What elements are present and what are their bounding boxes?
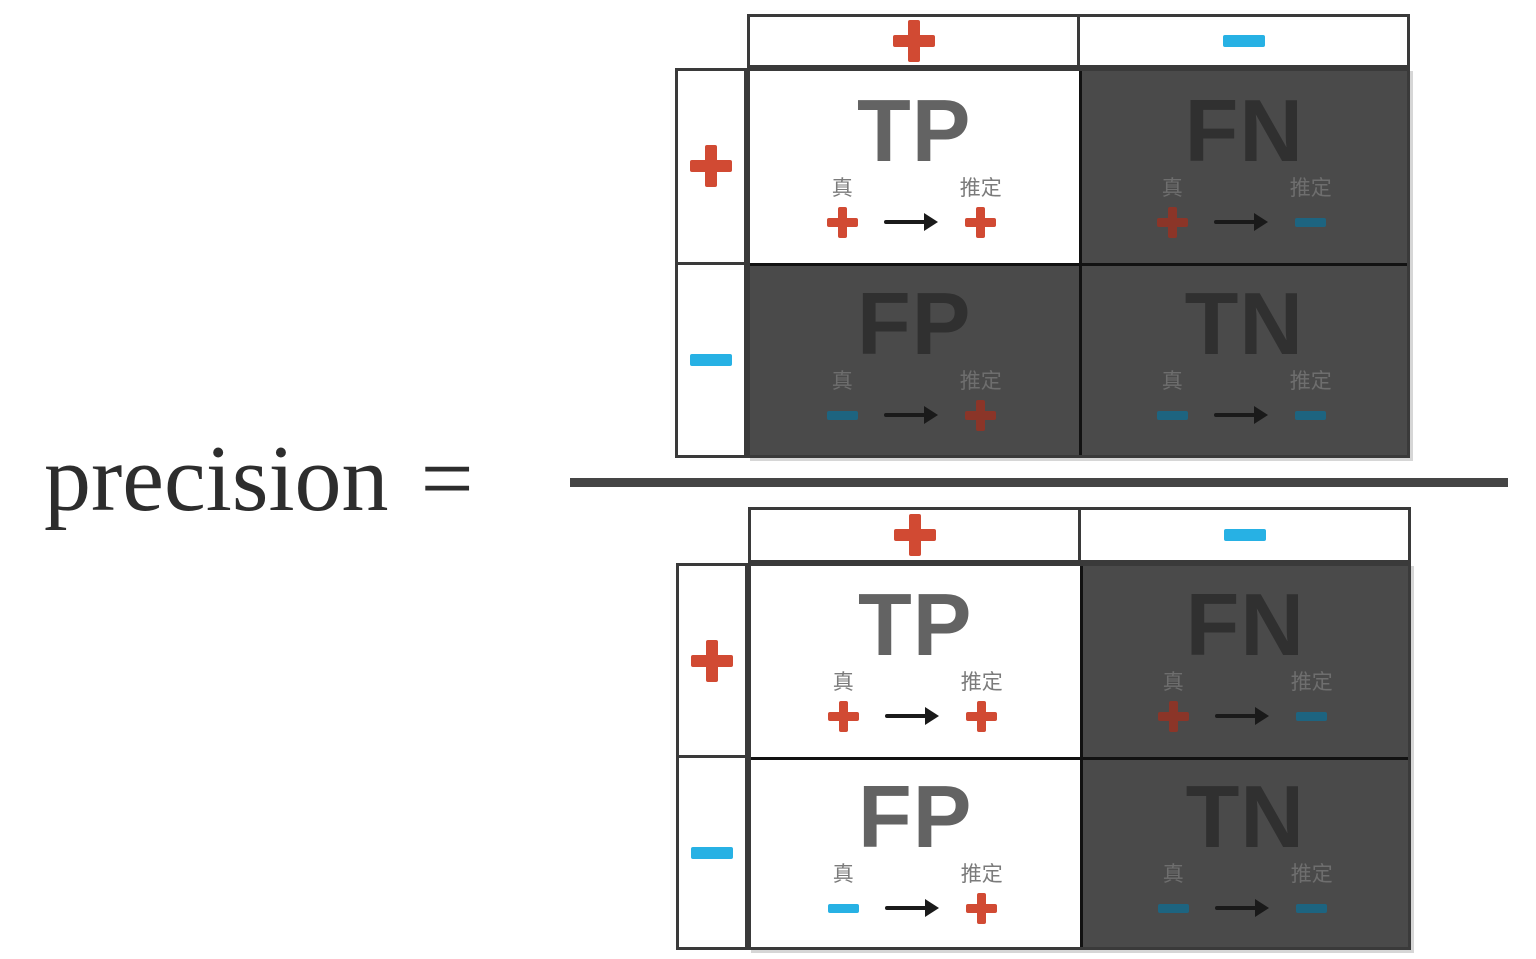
predicted-label: 推定 xyxy=(960,670,1003,694)
arrow-icon xyxy=(883,212,938,231)
confusion-matrix-grid: TP 真 推定 FN 真 xyxy=(747,68,1410,458)
predicted-label: 推定 xyxy=(960,862,1003,886)
predicted-value-icon xyxy=(965,400,997,431)
arrow-icon xyxy=(884,898,939,917)
fraction-bar xyxy=(570,478,1508,487)
cell-true-positive: TP 真 推定 xyxy=(750,71,1079,263)
plus-icon xyxy=(893,514,936,556)
predicted-label: 推定 xyxy=(1290,862,1333,886)
cell-label: TP xyxy=(857,80,972,180)
cell-false-negative: FN 真 推定 xyxy=(1078,71,1407,263)
predicted-value-icon xyxy=(1295,400,1327,431)
cell-label: TN xyxy=(1185,766,1305,866)
arrow-icon xyxy=(1214,898,1269,917)
predicted-positive-header xyxy=(751,510,1078,560)
cell-label: TN xyxy=(1184,274,1304,373)
true-label: 真 xyxy=(1161,370,1183,393)
cell-true-negative: TN 真 推定 xyxy=(1078,263,1407,455)
cell-label: FN xyxy=(1185,574,1305,674)
true-label: 真 xyxy=(831,176,853,200)
cell-false-negative: FN 真 推定 xyxy=(1079,566,1408,757)
true-to-predicted-mapping: 真 推定 xyxy=(1157,670,1333,732)
predicted-positive-header xyxy=(750,17,1077,65)
true-to-predicted-mapping: 真 推定 xyxy=(1156,176,1332,238)
actual-positive-header xyxy=(679,566,745,755)
plus-icon xyxy=(690,145,732,188)
true-to-predicted-mapping: 真 推定 xyxy=(826,370,1002,431)
cell-false-positive: FP 真 推定 xyxy=(750,263,1079,455)
arrow-icon xyxy=(1213,406,1268,424)
true-value-icon xyxy=(1157,700,1189,732)
cell-label: FN xyxy=(1184,80,1304,180)
actual-positive-header xyxy=(678,71,744,262)
minus-icon xyxy=(1223,514,1266,556)
predicted-value-icon xyxy=(1295,207,1327,238)
plus-icon xyxy=(691,639,733,682)
actual-negative-header xyxy=(678,261,744,456)
predicted-axis-header xyxy=(747,14,1410,68)
predicted-value-icon xyxy=(965,206,997,238)
numerator-confusion-matrix: TP 真 推定 FN 真 xyxy=(675,14,1410,458)
true-label: 真 xyxy=(1162,670,1184,694)
predicted-label: 推定 xyxy=(959,176,1002,200)
cell-true-negative: TN 真 推定 xyxy=(1079,756,1408,947)
actual-negative-header xyxy=(679,755,745,947)
true-to-predicted-mapping: 真 推定 xyxy=(1157,862,1333,924)
cell-label: FP xyxy=(857,274,972,373)
arrow-icon xyxy=(1213,212,1268,231)
minus-icon xyxy=(690,339,732,381)
true-value-icon xyxy=(827,700,859,732)
true-value-icon xyxy=(827,893,859,924)
predicted-label: 推定 xyxy=(1290,670,1333,694)
predicted-label: 推定 xyxy=(1289,370,1332,393)
predicted-value-icon xyxy=(966,892,998,924)
arrow-icon xyxy=(883,406,938,424)
true-label: 真 xyxy=(831,370,853,393)
cell-false-positive: FP 真 推定 xyxy=(751,756,1080,947)
predicted-negative-header xyxy=(1078,510,1408,560)
formula: precision = xyxy=(44,427,474,531)
actual-axis-header xyxy=(675,68,747,458)
actual-axis-header xyxy=(676,563,748,950)
predicted-value-icon xyxy=(1296,701,1328,732)
true-value-icon xyxy=(1156,400,1188,431)
cell-label: FP xyxy=(858,766,973,866)
true-to-predicted-mapping: 真 推定 xyxy=(826,176,1002,238)
predicted-label: 推定 xyxy=(959,370,1002,393)
plus-icon xyxy=(892,20,935,62)
true-label: 真 xyxy=(832,670,854,694)
arrow-icon xyxy=(1214,706,1269,725)
arrow-icon xyxy=(884,706,939,725)
minus-icon xyxy=(691,832,733,874)
true-label: 真 xyxy=(1162,862,1184,886)
equals-sign: = xyxy=(420,427,474,531)
true-to-predicted-mapping: 真 推定 xyxy=(1156,370,1332,431)
true-label: 真 xyxy=(832,862,854,886)
true-value-icon xyxy=(826,400,858,431)
true-to-predicted-mapping: 真 推定 xyxy=(827,670,1003,732)
true-value-icon xyxy=(1156,206,1188,238)
predicted-label: 推定 xyxy=(1289,176,1332,200)
true-value-icon xyxy=(1157,893,1189,924)
minus-icon xyxy=(1222,20,1265,62)
true-to-predicted-mapping: 真 推定 xyxy=(827,862,1003,924)
true-label: 真 xyxy=(1161,176,1183,200)
denominator-confusion-matrix: TP 真 推定 FN 真 xyxy=(676,507,1411,950)
formula-name: precision xyxy=(44,427,389,531)
cell-true-positive: TP 真 推定 xyxy=(751,566,1080,757)
true-value-icon xyxy=(826,206,858,238)
predicted-value-icon xyxy=(966,700,998,732)
confusion-matrix-grid: TP 真 推定 FN 真 xyxy=(748,563,1411,950)
predicted-axis-header xyxy=(748,507,1411,563)
cell-label: TP xyxy=(858,574,973,674)
predicted-value-icon xyxy=(1296,893,1328,924)
predicted-negative-header xyxy=(1077,17,1407,65)
